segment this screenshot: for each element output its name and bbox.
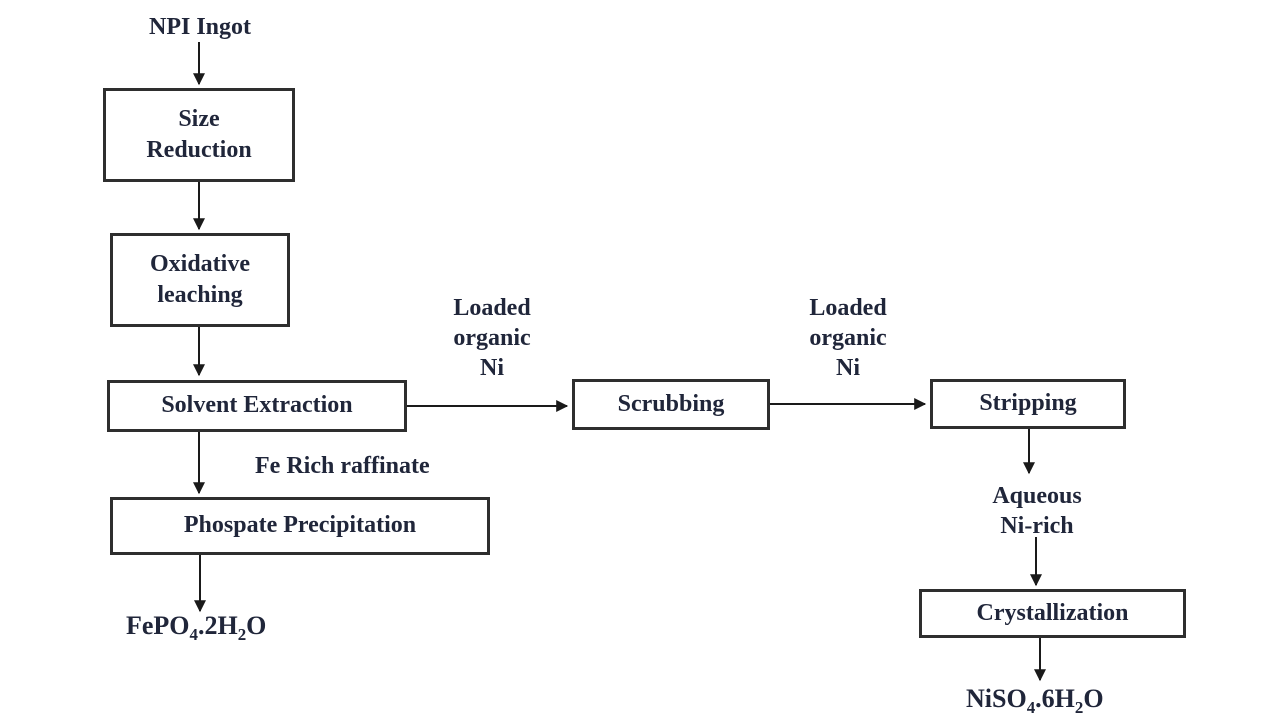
output-fepo4-2h2o: FePO4.2H2O	[126, 611, 267, 645]
edge-label-loaded-organic-ni-2: Loaded organic Ni	[809, 295, 887, 382]
edge-label-fe-rich-raffinate: Fe Rich raffinate	[255, 453, 430, 479]
node-stripping: Stripping	[930, 379, 1126, 429]
formula-subscript: 2	[1074, 698, 1084, 718]
formula-subscript: 4	[1026, 698, 1036, 718]
edge-label-loaded-organic-ni-1: Loaded organic Ni	[453, 295, 531, 382]
formula-segment: NiSO	[966, 684, 1027, 713]
formula-segment: FePO	[126, 611, 190, 640]
node-scrubbing: Scrubbing	[572, 379, 770, 430]
formula-segment: O	[1083, 684, 1104, 713]
formula-subscript: 2	[237, 625, 247, 645]
formula-segment: O	[246, 611, 267, 640]
input-label-npi-ingot: NPI Ingot	[148, 14, 251, 40]
node-size-reduction: Size Reduction	[103, 88, 295, 182]
node-solvent-extraction: Solvent Extraction	[107, 380, 407, 432]
output-niso4-6h2o: NiSO4.6H2O	[966, 684, 1104, 718]
edge-label-aqueous-ni-rich: Aqueous Ni-rich	[992, 483, 1082, 540]
node-crystallization: Crystallization	[919, 589, 1186, 638]
node-phospate-precipitation: Phospate Precipitation	[110, 497, 490, 555]
formula-segment: .6H	[1035, 684, 1075, 713]
formula-segment: .2H	[197, 611, 238, 640]
formula-subscript: 4	[189, 625, 198, 645]
node-oxidative-leaching: Oxidative leaching	[110, 233, 290, 327]
